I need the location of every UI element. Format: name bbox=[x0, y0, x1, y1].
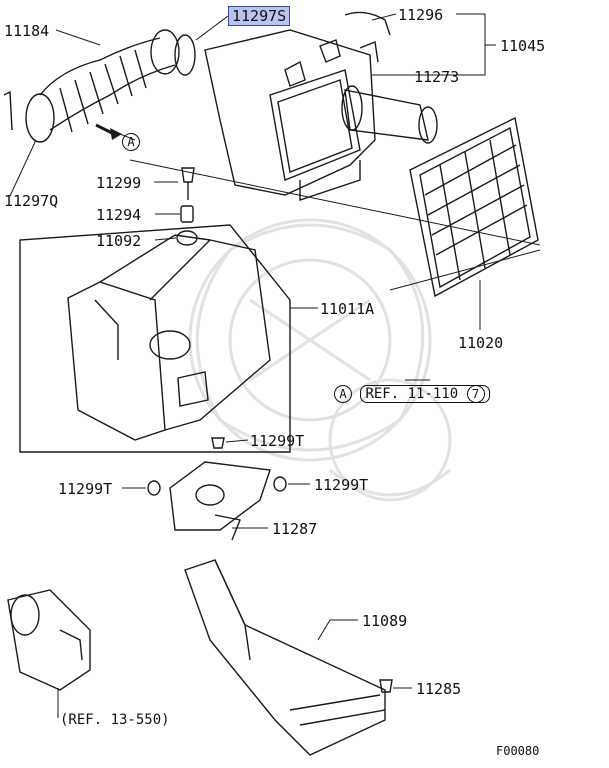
arrow-head bbox=[110, 128, 122, 140]
watermark-logo bbox=[188, 218, 452, 502]
ref-11-110-circle: 7 bbox=[466, 385, 485, 403]
part-label-11184[interactable]: 11184 bbox=[4, 22, 50, 40]
air-cleaner-upper-case bbox=[204, 29, 379, 201]
lower-case-frame bbox=[19, 224, 291, 453]
arrow-shaft bbox=[95, 123, 113, 135]
part-label-11299t-top[interactable]: 11299T bbox=[250, 432, 305, 450]
intake-duct-11273 bbox=[341, 85, 438, 144]
part-label-11297q[interactable]: 11297Q bbox=[4, 192, 59, 210]
part-label-11045[interactable]: 11045 bbox=[500, 37, 546, 55]
part-label-11297s-selected[interactable]: 11297S bbox=[228, 6, 291, 26]
part-label-11299t-right[interactable]: 11299T bbox=[314, 476, 369, 494]
air-hose-11184 bbox=[25, 29, 196, 143]
part-label-11299t-left[interactable]: 11299T bbox=[58, 480, 113, 498]
ref-11-110[interactable]: A REF. 11-110 7 bbox=[334, 384, 490, 404]
ref-11-110-box[interactable]: REF. 11-110 7 bbox=[360, 385, 490, 403]
small-fasteners bbox=[3, 90, 393, 693]
part-label-11285[interactable]: 11285 bbox=[416, 680, 462, 698]
clamp-11296 bbox=[344, 11, 391, 36]
ref-13-550[interactable]: (REF. 13-550) bbox=[60, 712, 170, 728]
part-label-11296[interactable]: 11296 bbox=[398, 6, 444, 24]
part-label-11011a[interactable]: 11011A bbox=[320, 300, 375, 318]
air-element-11020 bbox=[409, 116, 539, 298]
ref-marker-a: A bbox=[334, 385, 352, 403]
airflow-sensor bbox=[7, 589, 91, 691]
part-label-11299[interactable]: 11299 bbox=[96, 174, 142, 192]
leader-lines bbox=[9, 13, 541, 718]
part-label-11273[interactable]: 11273 bbox=[414, 68, 460, 86]
part-label-11089[interactable]: 11089 bbox=[362, 612, 408, 630]
ref-11-110-text: REF. 11-110 bbox=[365, 386, 459, 402]
part-label-11092[interactable]: 11092 bbox=[96, 232, 142, 250]
arrow-marker-a: A bbox=[122, 132, 140, 152]
part-label-11287[interactable]: 11287 bbox=[272, 520, 318, 538]
part-label-11020[interactable]: 11020 bbox=[458, 334, 504, 352]
air-cleaner-lower-case-11011A bbox=[67, 234, 271, 441]
air-duct-11089 bbox=[184, 559, 386, 756]
diagram-code: F00080 bbox=[496, 744, 540, 758]
part-label-11294[interactable]: 11294 bbox=[96, 206, 142, 224]
bracket-11287 bbox=[169, 461, 271, 541]
